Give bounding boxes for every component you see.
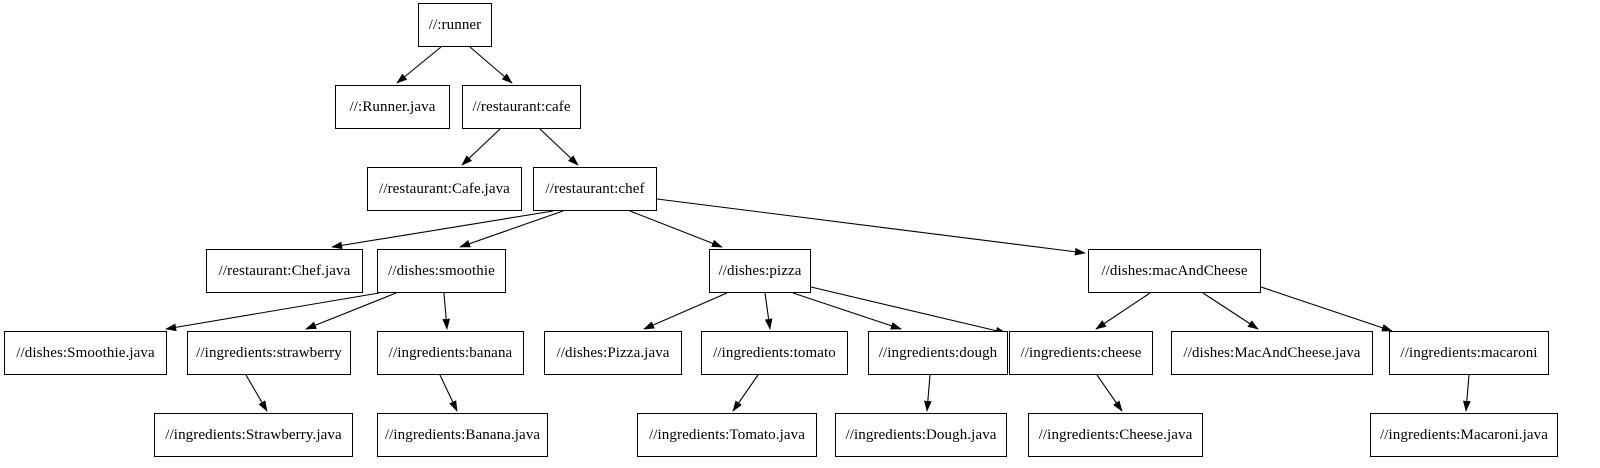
graph-node-ing_strawberry[interactable]: //ingredients:strawberry: [187, 331, 351, 375]
graph-node-restaurant_chef[interactable]: //restaurant:chef: [533, 167, 657, 211]
node-label: //ingredients:macaroni: [1400, 344, 1538, 361]
node-label: //ingredients:Dough.java: [845, 426, 997, 443]
node-label: //ingredients:Cheese.java: [1038, 426, 1193, 443]
node-label: //ingredients:Strawberry.java: [165, 426, 342, 443]
graph-node-cafe_java[interactable]: //restaurant:Cafe.java: [367, 167, 522, 211]
graph-node-dishes_smoothie[interactable]: //dishes:smoothie: [377, 249, 506, 293]
node-label: //ingredients:dough: [878, 344, 998, 361]
graph-node-chef_java[interactable]: //restaurant:Chef.java: [206, 249, 363, 293]
node-label: //restaurant:cafe: [472, 98, 571, 115]
graph-node-strawberry_java[interactable]: //ingredients:Strawberry.java: [154, 413, 353, 457]
graph-node-ing_macaroni[interactable]: //ingredients:macaroni: [1389, 331, 1549, 375]
graph-node-runner[interactable]: //:runner: [418, 3, 492, 47]
graph-node-ing_dough[interactable]: //ingredients:dough: [868, 331, 1008, 375]
node-label: //restaurant:chef: [545, 180, 645, 197]
node-label: //ingredients:Tomato.java: [649, 426, 805, 443]
graph-node-restaurant_cafe[interactable]: //restaurant:cafe: [462, 85, 581, 129]
graph-node-dishes_pizza[interactable]: //dishes:pizza: [709, 249, 811, 293]
graph-node-smoothie_java[interactable]: //dishes:Smoothie.java: [4, 331, 167, 375]
graph-node-dough_java[interactable]: //ingredients:Dough.java: [835, 413, 1007, 457]
node-label: //ingredients:tomato: [713, 344, 836, 361]
graph-node-dishes_mac[interactable]: //dishes:macAndCheese: [1088, 249, 1261, 293]
node-label: //ingredients:strawberry: [196, 344, 342, 361]
node-label: //:runner: [428, 16, 482, 33]
graph-node-pizza_java[interactable]: //dishes:Pizza.java: [544, 331, 682, 375]
graph-node-banana_java[interactable]: //ingredients:Banana.java: [377, 413, 548, 457]
node-label: //dishes:Pizza.java: [556, 344, 670, 361]
graph-node-mac_java[interactable]: //dishes:MacAndCheese.java: [1171, 331, 1373, 375]
node-label: //dishes:pizza: [718, 262, 802, 279]
node-label: //ingredients:Macaroni.java: [1379, 426, 1549, 443]
node-label: //ingredients:Banana.java: [384, 426, 541, 443]
graph-node-ing_cheese[interactable]: //ingredients:cheese: [1009, 331, 1153, 375]
graph-node-tomato_java[interactable]: //ingredients:Tomato.java: [637, 413, 817, 457]
node-label: //dishes:MacAndCheese.java: [1183, 344, 1361, 361]
node-label: //restaurant:Cafe.java: [379, 180, 510, 197]
graph-node-runner_java[interactable]: //:Runner.java: [335, 85, 450, 129]
node-label: //:Runner.java: [349, 98, 436, 115]
node-label: //dishes:smoothie: [388, 262, 495, 279]
node-label: //dishes:Smoothie.java: [16, 344, 155, 361]
node-label: //restaurant:Chef.java: [218, 262, 351, 279]
graph-node-ing_banana[interactable]: //ingredients:banana: [377, 331, 524, 375]
graph-node-cheese_java[interactable]: //ingredients:Cheese.java: [1028, 413, 1203, 457]
node-label: //ingredients:banana: [388, 344, 513, 361]
node-label: //ingredients:cheese: [1020, 344, 1142, 361]
graph-node-macaroni_java[interactable]: //ingredients:Macaroni.java: [1370, 413, 1558, 457]
graph-node-ing_tomato[interactable]: //ingredients:tomato: [701, 331, 848, 375]
node-label: //dishes:macAndCheese: [1101, 262, 1248, 279]
